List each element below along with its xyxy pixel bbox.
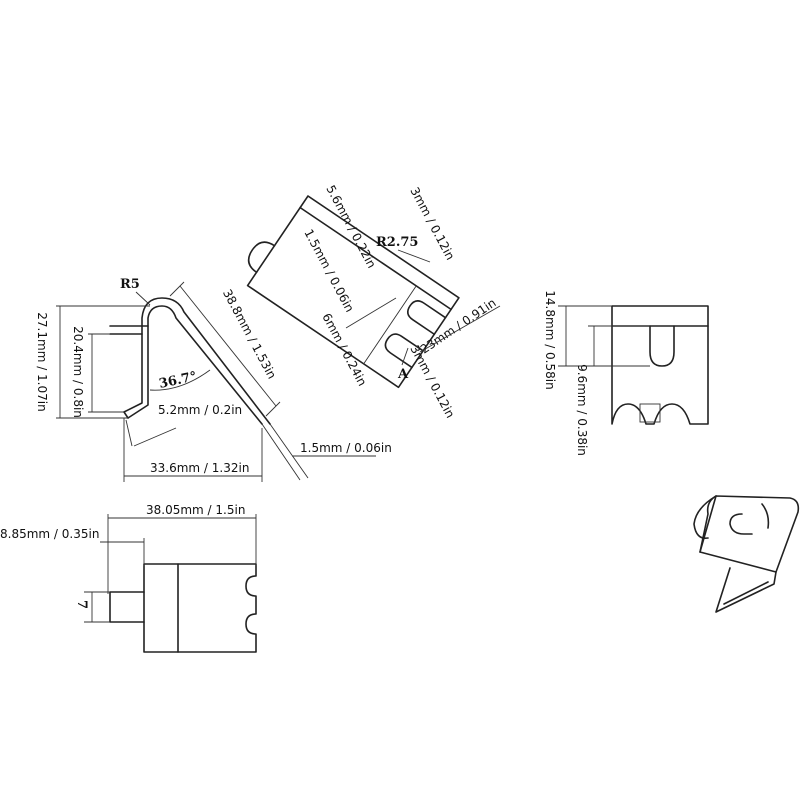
end-3mm-label: 3mm / 0.12in [407,185,457,263]
slot-lower [384,333,424,369]
top-view: A R2.75 5.6mm / 0.22in 3mm / 0.12in 1.5m… [246,183,501,421]
height-96-label: 9.6mm / 0.38in [575,364,589,456]
clip-leg [123,325,149,419]
r5-label: R5 [120,277,140,292]
bottom-view-body [143,563,257,653]
clip-profile-inner [109,297,271,425]
height-27-label: 27.1mm / 1.07in [35,312,49,411]
angle-label: 36.7° [158,369,198,392]
clip-foot [123,411,129,419]
dim-3mm-b-label: 3mm / 0.12in [407,343,457,421]
section-a-label: A [397,367,409,382]
bottom-view: 38.05mm / 1.5in 8.85mm / 0.35in 7 [0,503,257,653]
isometric-view [693,495,800,613]
foot-label: 5.2mm / 0.2in [158,403,242,417]
width-885-label: 8.85mm / 0.35in [0,527,99,541]
end-view: 14.8mm / 0.58in 9.6mm / 0.38in [543,290,709,456]
iso-plate [699,495,800,573]
slot-upper [406,300,447,336]
end-view-outline [611,305,709,425]
height-148-label: 14.8mm / 0.58in [543,290,557,389]
iso-leg [715,567,777,613]
thickness-side-label: 1.5mm / 0.06in [300,441,392,455]
width-3805-label: 38.05mm / 1.5in [146,503,245,517]
clip-profile-outer [109,305,263,425]
bottom-view-tab [109,591,145,623]
dim-7-label: 7 [74,600,89,609]
base-label: 33.6mm / 1.32in [150,461,249,475]
height-20-label: 20.4mm / 0.8in [71,326,85,418]
r275-label: R2.75 [376,235,418,250]
